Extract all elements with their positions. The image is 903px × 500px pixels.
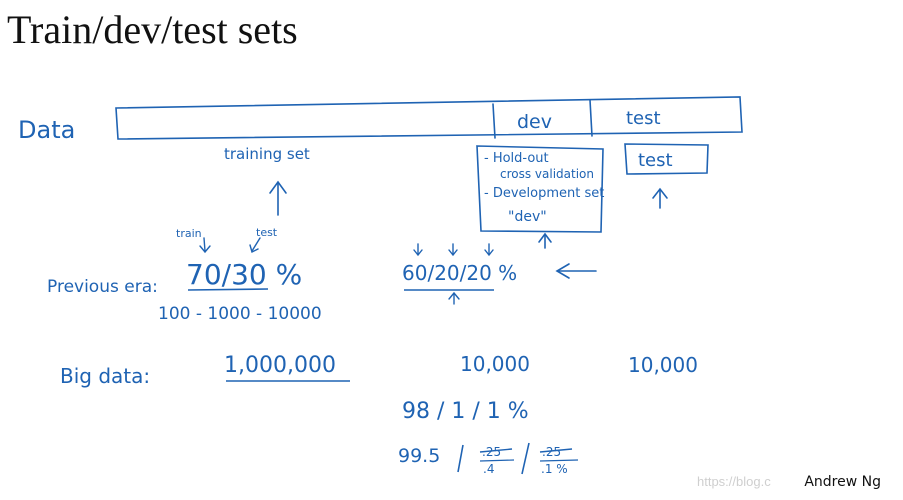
- watermark: https://blog.c: [697, 474, 771, 489]
- up-arrow-icon: [448, 291, 460, 305]
- down-arrow-icon: [249, 237, 261, 254]
- previous-era-sizes: 100 - 1000 - 10000: [158, 304, 322, 324]
- fraction-bar: [539, 459, 579, 462]
- data-bar: [115, 96, 743, 140]
- down-arrow-icon: [413, 243, 423, 257]
- big-data-label: Big data:: [60, 364, 150, 388]
- left-arrow-icon: [555, 263, 597, 279]
- dev-note-holdout: - Hold-out: [484, 151, 549, 166]
- dev-notes-box: [476, 145, 604, 233]
- divider-slash: [457, 444, 464, 473]
- dev-divider: [492, 103, 496, 139]
- big-data-split-test: .1 %: [541, 462, 568, 476]
- big-data-total: 1,000,000: [224, 353, 336, 378]
- test-box: [624, 143, 709, 175]
- test-divider: [589, 99, 593, 137]
- dev-note-dev: "dev": [508, 209, 547, 225]
- big-data-split-dev-struck: .25: [482, 445, 501, 459]
- data-bar-outline: [115, 96, 743, 140]
- author-credit: Andrew Ng: [804, 474, 881, 490]
- strikethrough: [479, 448, 513, 453]
- test-box-label: test: [638, 150, 673, 171]
- train-word: train: [176, 227, 202, 240]
- up-arrow-icon: [538, 232, 552, 249]
- divider-slash: [521, 442, 530, 475]
- previous-era-split-70-30: 70/30 %: [186, 258, 302, 291]
- fraction-bar: [479, 459, 515, 462]
- down-arrow-icon: [484, 243, 494, 257]
- up-arrow-icon: [652, 187, 668, 209]
- test-label: test: [626, 108, 661, 129]
- dev-label: dev: [517, 111, 552, 133]
- down-arrow-icon: [448, 243, 458, 257]
- down-arrow-icon: [199, 237, 211, 254]
- dev-note-cross-validation: cross validation: [500, 167, 594, 181]
- big-data-split-dev: .4: [483, 462, 494, 476]
- dev-note-development-set: - Development set: [484, 186, 604, 201]
- previous-era-split-60-20-20: 60/20/20 %: [402, 261, 517, 285]
- big-data-split-98-1-1: 98 / 1 / 1 %: [402, 399, 529, 424]
- data-label: Data: [18, 116, 75, 144]
- strikethrough: [539, 448, 573, 453]
- slide-title: Train/dev/test sets: [7, 7, 298, 52]
- up-arrow-icon: [269, 180, 287, 216]
- previous-era-label: Previous era:: [47, 277, 158, 297]
- training-set-label: training set: [224, 145, 310, 163]
- big-data-dev-size: 10,000: [460, 352, 530, 376]
- test-word: test: [256, 226, 278, 239]
- big-data-split-test-struck: .25: [542, 445, 561, 459]
- big-data-split-train: 99.5: [398, 445, 440, 467]
- big-data-test-size: 10,000: [628, 353, 698, 377]
- underline: [187, 288, 269, 291]
